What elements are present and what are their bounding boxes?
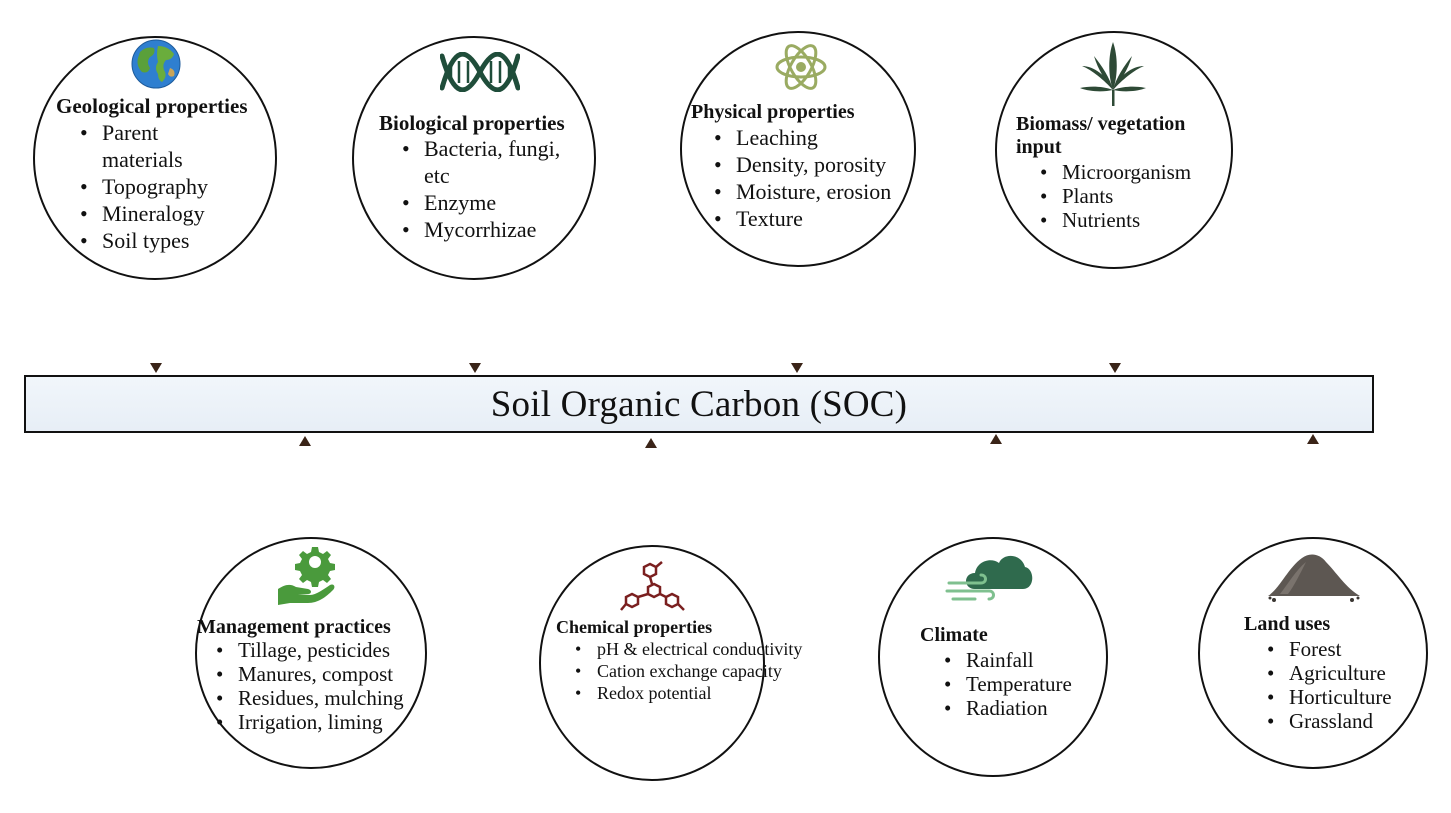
list-item: Radiation — [942, 696, 1072, 720]
chemical-list: pH & electrical conductivity Cation exch… — [573, 638, 802, 704]
list-item: Density, porosity — [712, 151, 891, 178]
list-item: Tillage, pesticides — [214, 638, 404, 662]
list-item: Texture — [712, 205, 891, 232]
soil-pile-icon — [1266, 548, 1362, 609]
list-item: Horticulture — [1265, 685, 1392, 709]
physical-title: Physical properties — [691, 101, 855, 123]
list-item: Temperature — [942, 672, 1072, 696]
wind-cloud-icon — [945, 549, 1033, 616]
hand-gear-icon — [276, 545, 338, 612]
list-item: Mycorrhizae — [400, 216, 574, 243]
list-item: Plants — [1038, 184, 1191, 208]
list-item: Residues, mulching — [214, 686, 404, 710]
globe-icon — [130, 38, 182, 95]
list-item: Topography — [78, 173, 208, 200]
dna-icon — [439, 51, 521, 97]
physical-list: Leaching Density, porosity Moisture, ero… — [712, 124, 891, 232]
biological-list: Bacteria, fungi, etc Enzyme Mycorrhizae — [400, 135, 574, 243]
climate-list: Rainfall Temperature Radiation — [942, 648, 1072, 720]
list-item: Manures, compost — [214, 662, 404, 686]
list-item: Microorganism — [1038, 160, 1191, 184]
list-item: Redox potential — [573, 682, 753, 704]
list-item: Leaching — [712, 124, 891, 151]
list-item: pH & electrical conductivity — [573, 638, 802, 660]
soc-bar: Soil Organic Carbon (SOC) — [24, 375, 1374, 433]
atom-icon — [774, 40, 828, 99]
management-title: Management practices — [197, 616, 391, 638]
biological-title: Biological properties — [379, 111, 565, 135]
molecule-icon — [620, 558, 686, 619]
list-item: Parent materials — [78, 119, 208, 173]
climate-title: Climate — [920, 624, 988, 646]
soc-label: Soil Organic Carbon (SOC) — [490, 383, 908, 425]
list-item: Bacteria, fungi, etc — [400, 135, 574, 189]
list-item: Mineralogy — [78, 200, 208, 227]
chemical-title: Chemical properties — [556, 617, 713, 637]
list-item: Agriculture — [1265, 661, 1392, 685]
leaf-icon — [1080, 42, 1146, 113]
biomass-title: Biomass/ vegetation input — [1016, 113, 1186, 158]
list-item: Irrigation, liming — [214, 710, 404, 734]
list-item: Soil types — [78, 227, 208, 254]
list-item: Forest — [1265, 637, 1392, 661]
biomass-list: Microorganism Plants Nutrients — [1038, 160, 1191, 232]
list-item: Nutrients — [1038, 208, 1191, 232]
landuse-list: Forest Agriculture Horticulture Grasslan… — [1265, 637, 1392, 733]
list-item: Grassland — [1265, 709, 1392, 733]
management-list: Tillage, pesticides Manures, compost Res… — [214, 638, 404, 734]
list-item: Cation exchange capacity — [573, 660, 782, 682]
list-item: Rainfall — [942, 648, 1072, 672]
geological-title: Geological properties — [56, 94, 248, 118]
landuse-title: Land uses — [1244, 613, 1331, 635]
list-item: Moisture, erosion — [712, 178, 891, 205]
geological-list: Parent materials Topography Mineralogy S… — [78, 119, 208, 254]
list-item: Enzyme — [400, 189, 574, 216]
